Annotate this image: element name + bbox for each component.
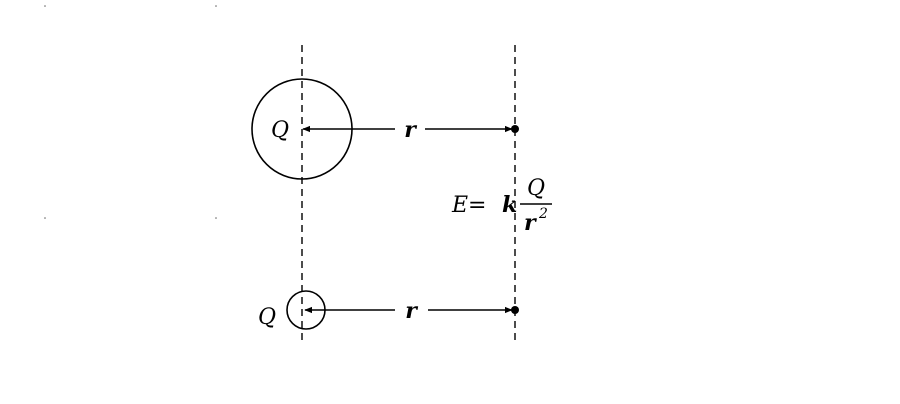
top-field-point bbox=[511, 125, 519, 133]
bottom-distance-arrow: r bbox=[304, 298, 519, 324]
scan-speckles bbox=[44, 5, 217, 219]
bottom-distance-label: r bbox=[405, 298, 418, 324]
formula-numerator: Q bbox=[527, 176, 545, 201]
formula-exponent: 2 bbox=[538, 206, 548, 222]
large-charge-label: Q bbox=[271, 118, 289, 143]
field-formula: E= k Q r 2 bbox=[451, 176, 552, 236]
top-distance-label: r bbox=[404, 117, 417, 143]
formula-k: k bbox=[502, 192, 517, 218]
formula-denominator: r bbox=[524, 210, 537, 236]
top-distance-arrow: r bbox=[302, 117, 519, 143]
bottom-field-point bbox=[511, 306, 519, 314]
formula-lhs: E= bbox=[451, 193, 487, 218]
small-charge-label: Q bbox=[258, 305, 276, 330]
